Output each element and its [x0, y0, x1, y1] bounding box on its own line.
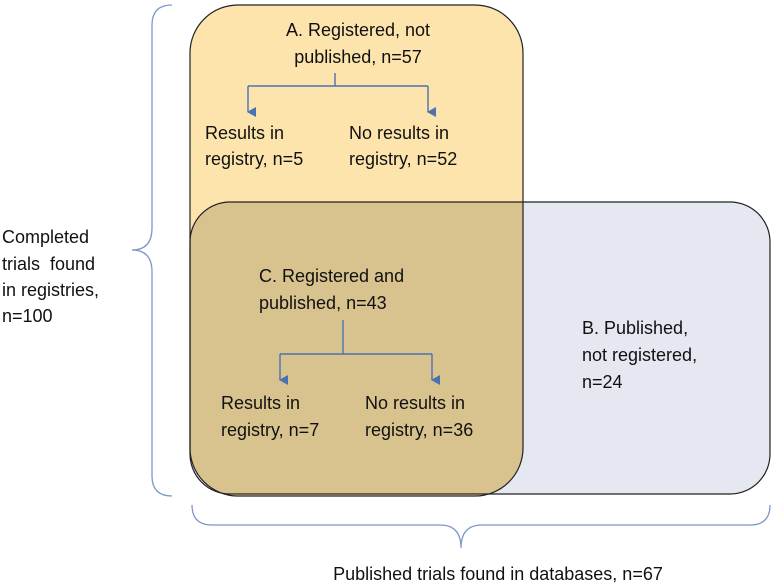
- box-b-line2: not registered,: [582, 345, 697, 365]
- box-b-line3: n=24: [582, 372, 623, 392]
- box-c-title-line2: published, n=43: [259, 293, 387, 313]
- box-a-title-line2: published, n=57: [294, 47, 422, 67]
- overlap-region: [190, 202, 523, 494]
- box-a-noresults-line1: No results in: [349, 123, 449, 143]
- box-registered-outline: [189, 4, 524, 497]
- bottom-brace: [191, 504, 771, 549]
- box-a-noresults-line2: registry, n=52: [349, 149, 457, 169]
- box-a-results-line1: Results in: [205, 123, 284, 143]
- box-c-noresults-line1: No results in: [365, 393, 465, 413]
- box-a-branch-connector: [247, 73, 436, 117]
- box-c-title-line1: C. Registered and: [259, 266, 404, 286]
- box-c-results-line1: Results in: [221, 393, 300, 413]
- left-label-line2: trials found: [2, 254, 95, 274]
- box-a-results-line2: registry, n=5: [205, 149, 303, 169]
- box-c-branch-connector: [279, 320, 440, 385]
- left-label-line4: n=100: [2, 306, 53, 326]
- left-label-line1: Completed: [2, 227, 89, 247]
- left-brace: [131, 4, 173, 497]
- box-a-title-line1: A. Registered, not: [286, 20, 430, 40]
- bottom-label: Published trials found in databases, n=6…: [333, 564, 663, 584]
- box-c-results-line2: registry, n=7: [221, 420, 319, 440]
- box-c-noresults-line2: registry, n=36: [365, 420, 473, 440]
- box-b-line1: B. Published,: [582, 318, 688, 338]
- left-label-line3: in registries,: [2, 280, 99, 300]
